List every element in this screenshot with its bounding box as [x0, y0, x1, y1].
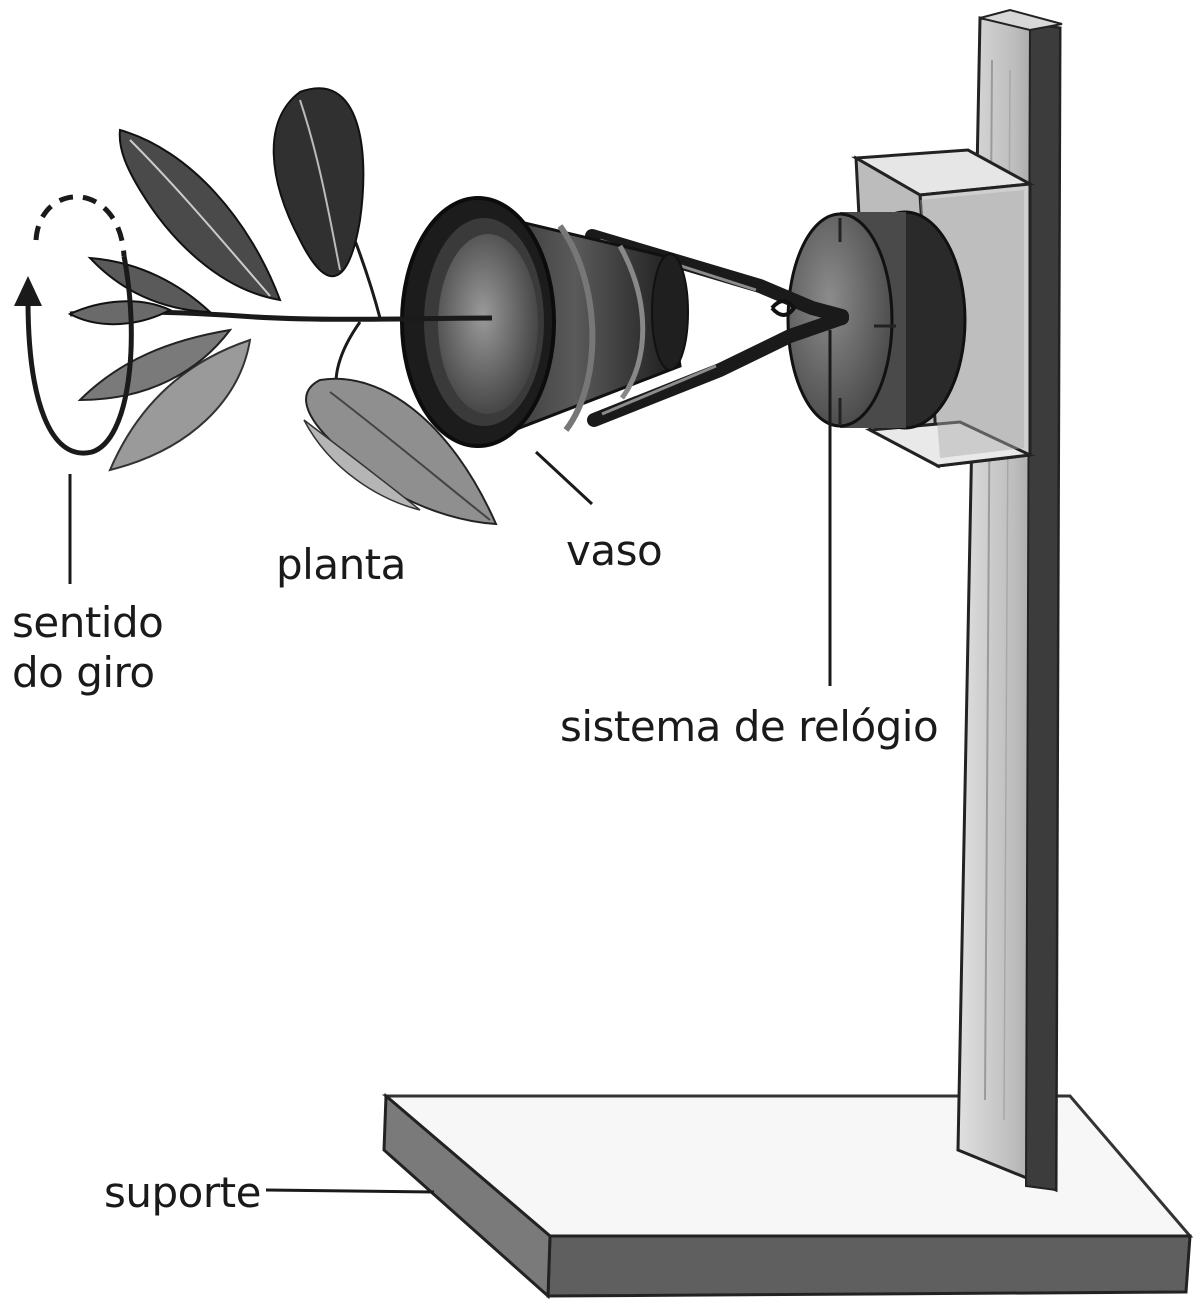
label-pot: vaso [566, 526, 663, 575]
label-rotation-direction: sentido do giro [12, 598, 164, 698]
label-clock-system: sistema de relógio [560, 702, 939, 751]
label-plant: planta [276, 540, 406, 589]
label-support: suporte [104, 1168, 261, 1217]
plant [67, 87, 498, 526]
pot [400, 196, 689, 448]
rotation-arrow [14, 194, 134, 456]
support-base [381, 1092, 1194, 1300]
arrow-head-icon [14, 276, 42, 306]
leader-lines [68, 330, 832, 1194]
clock-mechanism [786, 210, 967, 430]
